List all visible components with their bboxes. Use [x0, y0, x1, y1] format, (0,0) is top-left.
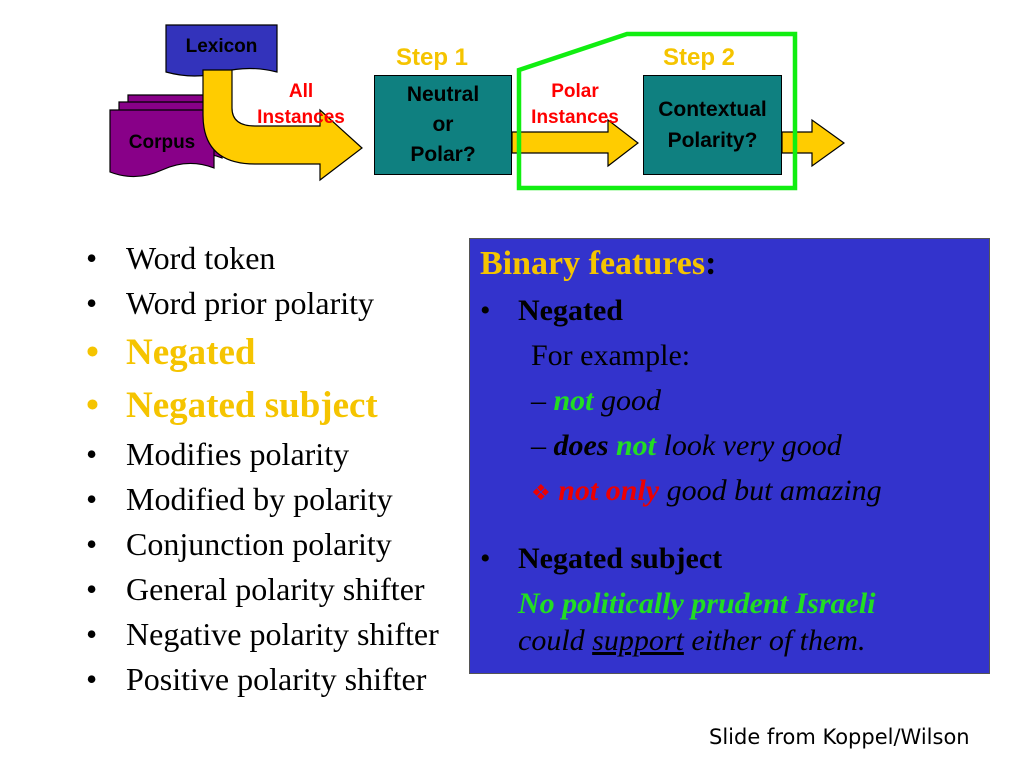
sentence-rest: either of them.: [691, 624, 866, 657]
example-not-only: ❖ not only good but amazing: [531, 474, 882, 508]
example-2-not: not: [616, 429, 657, 462]
example-1-not: not: [553, 384, 594, 417]
neutral-or-polar-box: Neutral or Polar?: [374, 75, 512, 175]
step1-label: Step 1: [396, 44, 469, 71]
diamond-bullet-icon: ❖: [531, 481, 551, 506]
polar-instances-label: Polar Instances: [520, 79, 630, 131]
example-not-good: – not good: [531, 384, 661, 418]
or-line: or: [432, 113, 454, 136]
example-3-rest: good but amazing: [666, 474, 882, 507]
contextual-line: Contextual: [658, 98, 767, 121]
contextual-polarity-box: Contextual Polarity?: [643, 75, 782, 175]
feature-list-item: Negated: [82, 326, 472, 379]
corpus-label: Corpus: [128, 132, 196, 153]
example-2-dash: –: [531, 429, 546, 462]
all-instances-line-2: Instances: [257, 107, 345, 128]
features-list: Word tokenWord prior polarityNegatedNega…: [82, 236, 472, 702]
feature-list-item: Negated subject: [82, 379, 472, 432]
negated-subject-bullet-text: Negated subject: [518, 542, 723, 575]
example-1-dash: –: [531, 384, 546, 417]
feature-list-item: Word prior polarity: [82, 281, 472, 326]
polar-instances-line-1: Polar: [551, 81, 599, 102]
example-3-not-only: not only: [558, 474, 660, 507]
example-2-does: does: [553, 429, 609, 462]
pipeline-graphics: [109, 24, 846, 191]
example-1-rest: good: [601, 384, 662, 417]
neutral-line: Neutral: [406, 83, 480, 106]
panel-title-colon: :: [705, 245, 717, 282]
polar-line: Polar?: [410, 143, 476, 166]
binary-features-panel: Binary features: •Negated For example: –…: [469, 238, 990, 674]
feature-list-item: Conjunction polarity: [82, 522, 472, 567]
slide-credit: Slide from Koppel/Wilson: [709, 725, 970, 749]
negated-subject-bullet: •Negated subject: [480, 542, 723, 575]
panel-title-text: Binary features: [480, 245, 706, 282]
feature-list-item: General polarity shifter: [82, 567, 472, 612]
example-does-not-look: – does not look very good: [531, 429, 842, 463]
lexicon-label: Lexicon: [185, 36, 258, 57]
sentence-could: could: [518, 624, 585, 657]
all-instances-label: All Instances: [246, 79, 356, 131]
polar-instances-line-2: Instances: [531, 107, 619, 128]
negated-bullet: •Negated: [480, 294, 623, 327]
negated-bullet-text: Negated: [518, 294, 623, 327]
feature-list-item: Modifies polarity: [82, 432, 472, 477]
output-arrow: [781, 118, 846, 168]
feature-list-item: Modified by polarity: [82, 477, 472, 522]
all-instances-line-1: All: [288, 81, 314, 102]
step2-highlight-outline: [516, 31, 798, 191]
for-example-text: For example:: [531, 339, 691, 372]
feature-list-item: Negative polarity shifter: [82, 612, 472, 657]
example-2-rest: look very good: [663, 429, 842, 462]
feature-list-item: Word token: [82, 236, 472, 281]
example-sentence-line-1: No politically prudent Israeli: [518, 587, 876, 620]
feature-list-item: Positive polarity shifter: [82, 657, 472, 702]
step2-label: Step 2: [663, 44, 736, 71]
polarity-line: Polarity?: [667, 129, 758, 152]
step1-to-step2-arrow: [511, 118, 639, 168]
pipeline-diagram: Lexicon Corpus All Instances Step 1 Step…: [0, 0, 1024, 200]
panel-title: Binary features:: [480, 245, 716, 283]
lexicon-to-step1-arrow: [202, 69, 363, 182]
sentence-support: support: [592, 624, 684, 657]
example-sentence-line-2: could support either of them.: [518, 624, 865, 658]
